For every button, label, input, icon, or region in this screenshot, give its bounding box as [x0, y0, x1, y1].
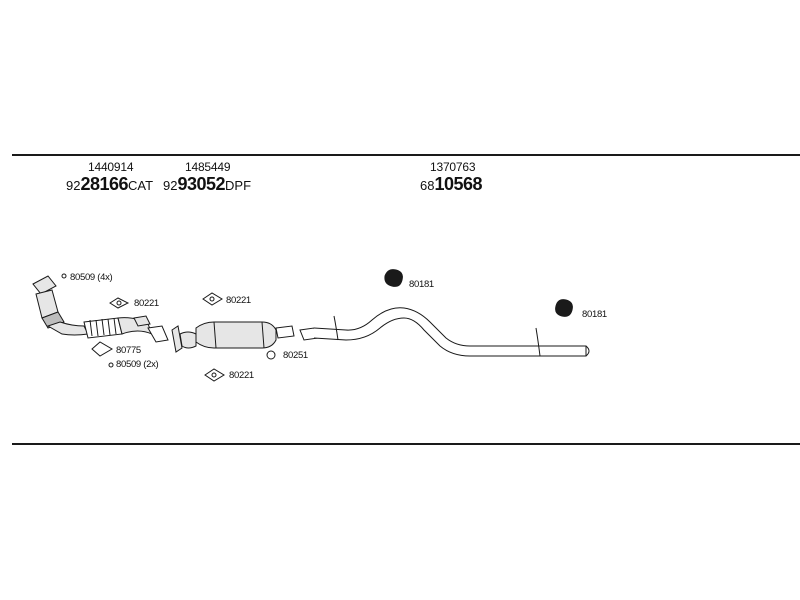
part-number-tailpipe: 1370763	[430, 160, 476, 174]
part-code-tailpipe: 6810568	[420, 174, 483, 194]
callout-clamp: 80251	[283, 350, 308, 361]
callout-hanger-front: 80181	[409, 279, 434, 290]
gasket-icon	[91, 341, 113, 357]
top-divider	[12, 154, 800, 156]
bolt-icon	[61, 273, 67, 279]
rubber-hanger-icon	[555, 299, 573, 317]
callout-bolts-2x: 80509 (2x)	[116, 359, 159, 370]
bolt-icon	[108, 362, 114, 368]
diesel-particulate-filter	[171, 321, 295, 353]
part-number-dpf: 1485449	[185, 160, 231, 174]
gasket-icon	[204, 368, 225, 382]
gasket-icon	[109, 297, 130, 309]
clamp-icon	[266, 350, 276, 360]
rubber-hanger-icon	[384, 269, 403, 287]
part-code-catalyst: 9228166CAT	[66, 174, 154, 194]
callout-hanger-rear: 80181	[582, 309, 607, 320]
callout-gasket-cat: 80775	[116, 345, 141, 356]
part-number-catalyst: 1440914	[88, 160, 134, 174]
catalytic-converter-front-pipe	[32, 275, 169, 343]
callout-gasket-front: 80221	[134, 298, 159, 309]
callout-gasket-dpf-bottom: 80221	[229, 370, 254, 381]
gasket-icon	[202, 292, 223, 306]
callout-bolts-4x: 80509 (4x)	[70, 272, 113, 283]
bottom-divider	[12, 443, 800, 445]
callout-gasket-dpf-top: 80221	[226, 295, 251, 306]
tailpipe-rear-section	[299, 307, 590, 357]
part-code-dpf: 9293052DPF	[163, 174, 252, 194]
